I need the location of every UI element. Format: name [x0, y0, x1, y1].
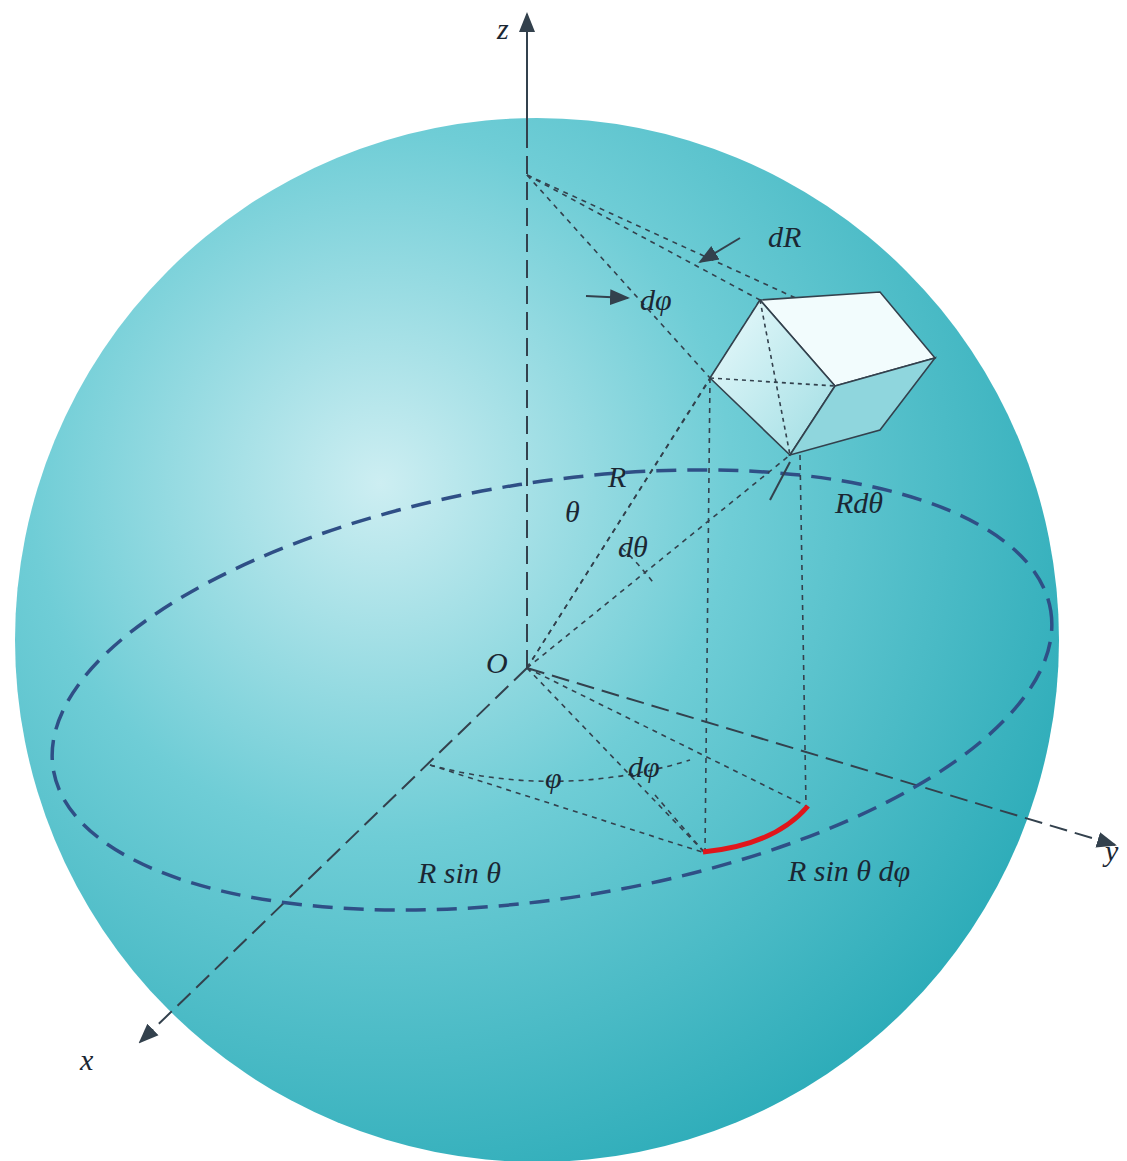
axis-label: φ [545, 763, 562, 793]
y-axis [527, 668, 1115, 845]
axis-label: dφ [640, 285, 672, 315]
axis-label: dφ [628, 752, 660, 782]
axis-label: dR [768, 222, 801, 252]
construction-lines [430, 175, 806, 853]
z-axis-dashed [526, 130, 528, 668]
axis-label: Rdθ [835, 488, 883, 518]
axis-label: R [608, 462, 626, 492]
axis-label: R sin θ dφ [788, 856, 910, 886]
volume-element [710, 292, 935, 455]
x-axis [140, 668, 527, 1042]
indicator-arrows [586, 238, 790, 500]
sphere [15, 118, 1059, 1161]
axis-label: θ [565, 497, 580, 527]
axis-label: dθ [618, 532, 648, 562]
arc-highlight [703, 806, 808, 852]
z-axis [526, 14, 528, 130]
axis-label: z [497, 14, 509, 44]
axis-label: O [486, 648, 508, 678]
equator-ellipse [21, 406, 1084, 975]
axis-label: x [80, 1045, 93, 1075]
axis-label: y [1105, 836, 1118, 866]
axis-label: R sin θ [418, 858, 501, 888]
